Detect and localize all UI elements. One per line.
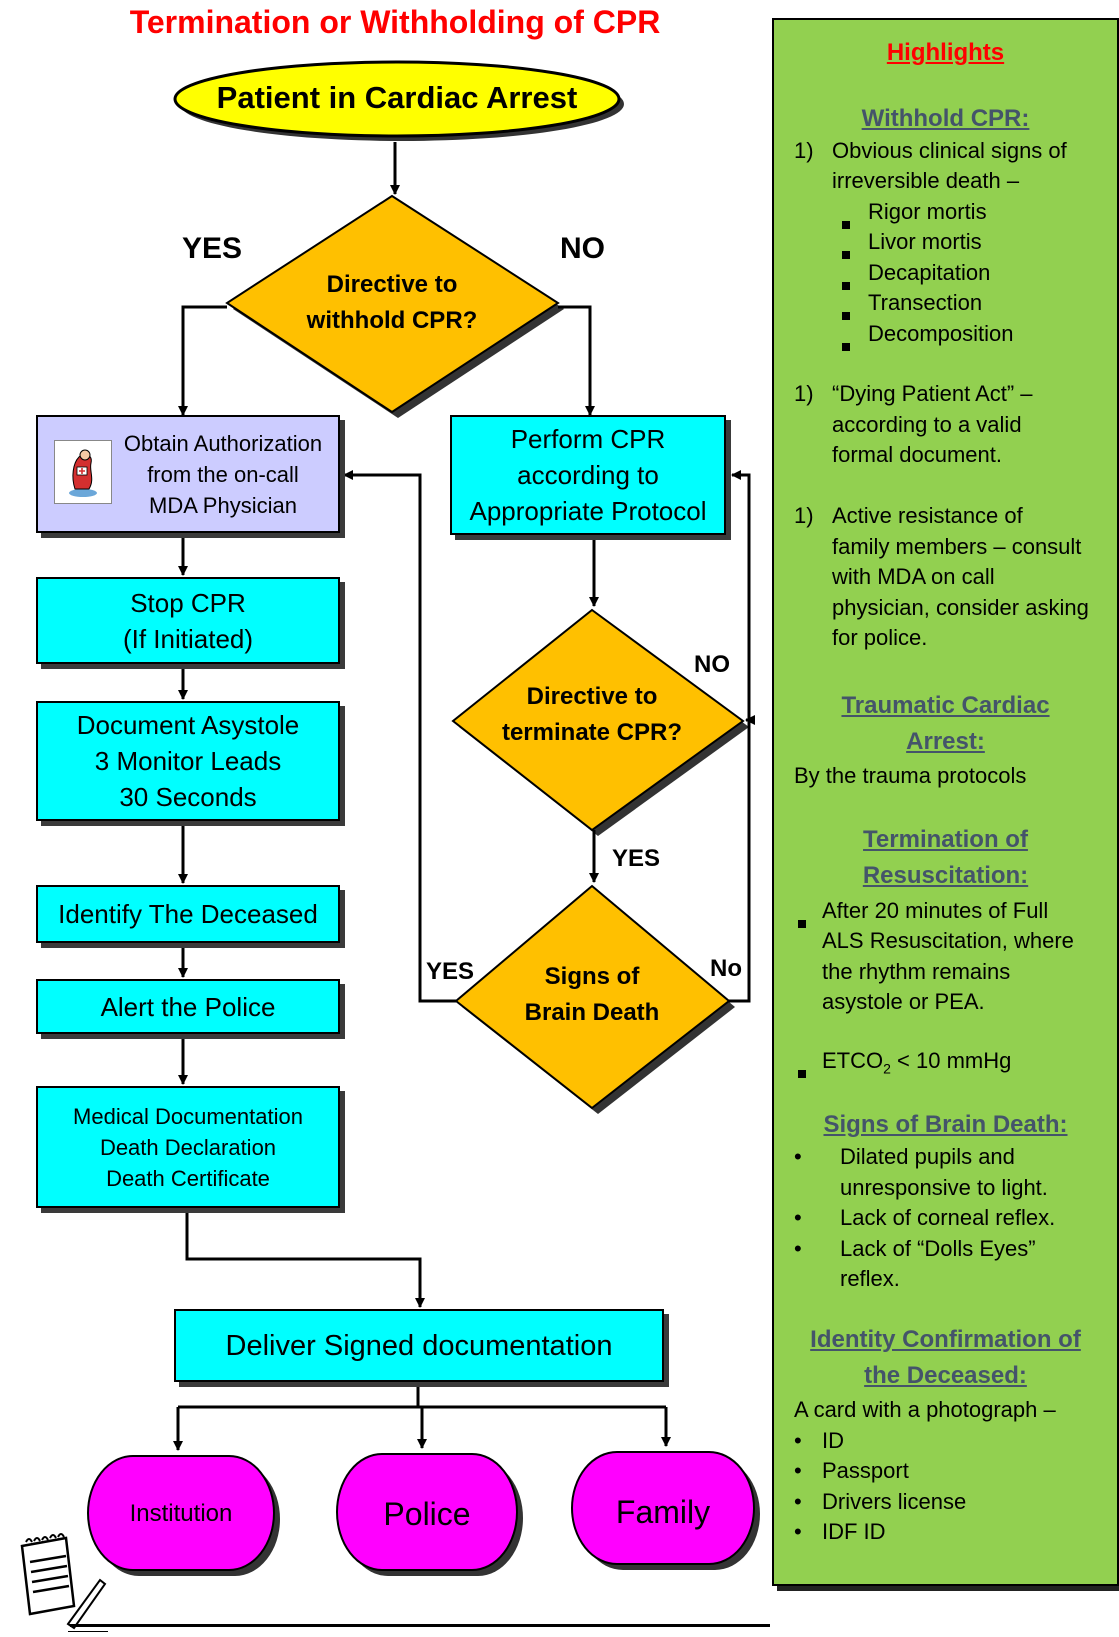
withhold-item-3-marker: 1) bbox=[794, 503, 814, 528]
decision-brain-death-text: Signs of Brain Death bbox=[524, 963, 660, 1026]
withhold-item-1-marker: 1) bbox=[794, 138, 814, 163]
no-label-terminate: NO bbox=[694, 651, 730, 678]
yes-label-brain-death: YES bbox=[426, 958, 475, 985]
withhold-item-1-line-2: irreversible death – bbox=[832, 168, 1020, 193]
withhold-item-3-line-1: Active resistance of bbox=[832, 503, 1023, 528]
stop-cpr-text: Stop CPR (If Initiated) bbox=[122, 587, 254, 654]
identity-text: A card with a photograph – bbox=[794, 1397, 1056, 1422]
brain-item-3-line-2: reflex. bbox=[840, 1266, 900, 1291]
output-family-shape bbox=[571, 1451, 760, 1570]
etco2-text: ETCO2 < 10 mmHg bbox=[822, 1046, 1011, 1084]
termination-line-1: After 20 minutes of Full bbox=[822, 898, 1049, 923]
decision-terminate-text: Directive to terminate CPR? bbox=[501, 683, 683, 746]
withhold-item-3-line-5: for police. bbox=[832, 625, 928, 650]
withhold-heading: Withhold CPR: bbox=[861, 105, 1030, 132]
bullet-square-icon bbox=[842, 298, 850, 329]
bullet-square-icon bbox=[842, 207, 850, 238]
bullet-square-icon bbox=[798, 906, 806, 937]
output-family-text: Family bbox=[615, 1494, 711, 1530]
etco2-subscript: 2 bbox=[883, 1060, 891, 1077]
obtain-authorization-text: Obtain Authorization from the on-call MD… bbox=[123, 430, 323, 518]
document-asystole-box: Document Asystole 3 Monitor Leads 30 Sec… bbox=[36, 701, 340, 821]
bullet-square-icon bbox=[798, 1056, 806, 1087]
identity-item-2: Passport bbox=[822, 1458, 909, 1483]
medical-documentation-text: Medical Documentation Death Declaration … bbox=[73, 1103, 303, 1191]
bullet-square-icon bbox=[842, 268, 850, 299]
alert-police-text: Alert the Police bbox=[100, 991, 276, 1022]
notepad-icon bbox=[8, 1528, 108, 1633]
withhold-item-3-line-4: physician, consider asking bbox=[832, 595, 1089, 620]
highlights-title: Highlights bbox=[886, 39, 1005, 66]
etco2-suffix: < 10 mmHg bbox=[890, 1048, 1012, 1073]
decision-withhold-text: Directive to withhold CPR? bbox=[306, 271, 478, 334]
bullet-dot: • bbox=[794, 1519, 802, 1544]
decision-brain-death-shape bbox=[454, 884, 735, 1114]
identity-heading: Identity Confirmation of the Deceased: bbox=[810, 1326, 1081, 1389]
decision-withhold-shape bbox=[225, 194, 564, 418]
document-asystole-text: Document Asystole 3 Monitor Leads 30 Sec… bbox=[76, 710, 300, 812]
withhold-item-2-line-1: “Dying Patient Act” – bbox=[832, 381, 1033, 406]
page-title: Termination or Withholding of CPR bbox=[129, 4, 661, 40]
ambulance-physician-icon bbox=[54, 440, 112, 504]
yes-label-terminate: YES bbox=[612, 845, 661, 872]
output-institution-shape bbox=[87, 1455, 280, 1576]
obtain-authorization-box: Obtain Authorization from the on-call MD… bbox=[36, 415, 340, 533]
death-sign-2: Livor mortis bbox=[868, 229, 982, 254]
withhold-item-3-line-3: with MDA on call bbox=[832, 564, 995, 589]
traumatic-text: By the trauma protocols bbox=[794, 763, 1027, 788]
traumatic-heading: Traumatic Cardiac Arrest: bbox=[841, 692, 1050, 755]
bullet-dot: • bbox=[794, 1489, 802, 1514]
termination-line-2: ALS Resuscitation, where bbox=[822, 928, 1074, 953]
identity-item-4: IDF ID bbox=[822, 1519, 886, 1544]
output-police-text: Police bbox=[383, 1496, 471, 1532]
death-sign-4: Transection bbox=[868, 290, 983, 315]
bottom-divider bbox=[70, 1624, 770, 1627]
brain-item-3-line-1: Lack of “Dolls Eyes” bbox=[840, 1236, 1036, 1261]
bullet-dot: • bbox=[794, 1458, 802, 1483]
identify-deceased-box: Identify The Deceased bbox=[36, 885, 340, 943]
termination-heading: Termination of Resuscitation: bbox=[862, 826, 1029, 889]
bullet-square-icon bbox=[842, 329, 850, 360]
output-institution-text: Institution bbox=[129, 1500, 233, 1527]
start-label: Patient in Cardiac Arrest bbox=[216, 80, 578, 115]
brain-item-2-line-1: Lack of corneal reflex. bbox=[840, 1205, 1056, 1230]
withhold-item-2-marker: 1) bbox=[794, 381, 814, 406]
no-label-brain-death: No bbox=[710, 955, 742, 982]
bullet-dot: • bbox=[794, 1205, 802, 1230]
stop-cpr-box: Stop CPR (If Initiated) bbox=[36, 577, 340, 664]
deliver-documentation-box: Deliver Signed documentation bbox=[174, 1309, 664, 1382]
output-police-shape bbox=[336, 1453, 523, 1576]
bullet-dot: • bbox=[794, 1144, 802, 1169]
identity-item-3: Drivers license bbox=[822, 1489, 967, 1514]
bullet-square-icon bbox=[842, 237, 850, 268]
withhold-item-3-line-2: family members – consult bbox=[832, 534, 1082, 559]
death-sign-3: Decapitation bbox=[868, 260, 991, 285]
bullet-dot: • bbox=[794, 1236, 802, 1261]
brain-item-1-line-2: unresponsive to light. bbox=[840, 1175, 1048, 1200]
withhold-item-1-line-1: Obvious clinical signs of bbox=[832, 138, 1067, 163]
medical-documentation-box: Medical Documentation Death Declaration … bbox=[36, 1086, 340, 1208]
identify-deceased-text: Identify The Deceased bbox=[58, 899, 318, 929]
perform-cpr-text: Perform CPR according to Appropriate Pro… bbox=[469, 424, 707, 526]
no-label-withhold: NO bbox=[560, 232, 605, 265]
highlights-panel: Highlights Withhold CPR: 1) Obvious clin… bbox=[772, 18, 1119, 1586]
withhold-item-2-line-2: according to a valid bbox=[832, 412, 1022, 437]
death-sign-1: Rigor mortis bbox=[868, 199, 987, 224]
brain-item-1-line-1: Dilated pupils and bbox=[840, 1144, 1015, 1169]
yes-label-withhold: YES bbox=[182, 232, 243, 265]
termination-line-4: asystole or PEA. bbox=[822, 989, 985, 1014]
start-terminator bbox=[173, 60, 624, 141]
bullet-dot: • bbox=[794, 1428, 802, 1453]
etco2-prefix: ETCO bbox=[822, 1048, 884, 1073]
flowchart-connectors bbox=[87, 60, 760, 1576]
identity-item-1: ID bbox=[822, 1428, 844, 1453]
death-sign-5: Decomposition bbox=[868, 321, 1014, 346]
deliver-documentation-text: Deliver Signed documentation bbox=[225, 1329, 613, 1362]
termination-line-3: the rhythm remains bbox=[822, 959, 1011, 984]
brain-death-heading: Signs of Brain Death: bbox=[823, 1111, 1068, 1138]
decision-terminate-shape bbox=[451, 608, 749, 836]
perform-cpr-box: Perform CPR according to Appropriate Pro… bbox=[450, 415, 726, 535]
withhold-item-2-line-3: formal document. bbox=[832, 442, 1002, 467]
alert-police-box: Alert the Police bbox=[36, 979, 340, 1034]
